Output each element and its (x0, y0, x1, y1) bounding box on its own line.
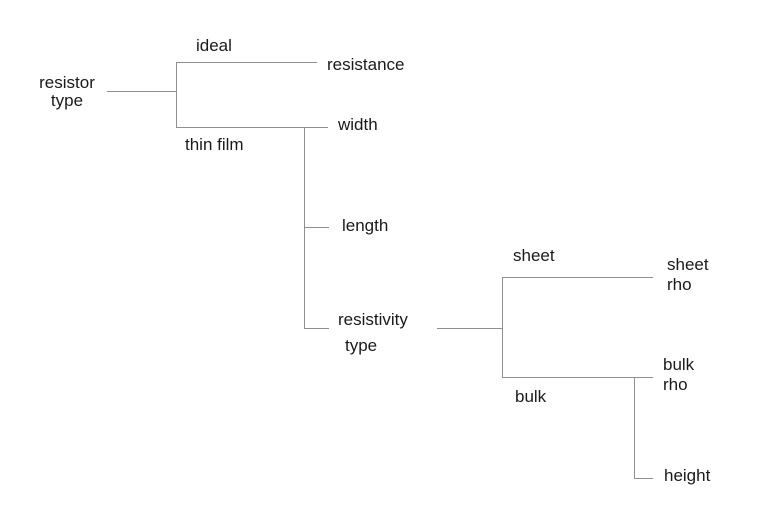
edge-resistivity-connector (437, 328, 502, 329)
tick-resistivity (304, 328, 329, 329)
edge-ideal-branch (176, 62, 317, 63)
edge-thin-film-branch (176, 127, 328, 128)
branch-label-sheet: sheet (513, 246, 555, 265)
node-resistor-type: resistor type (39, 73, 95, 110)
branch-label-ideal: ideal (196, 36, 232, 55)
edge-sheet-branch (502, 277, 653, 278)
junction1-vertical (176, 62, 177, 128)
tick-length (304, 227, 329, 228)
tick-height (634, 478, 653, 479)
junction2-vertical (502, 277, 503, 378)
node-sheet-rho: sheet rho (667, 255, 709, 294)
node-width: width (338, 115, 378, 134)
branch-label-thin-film: thin film (185, 135, 244, 154)
spine-bulk-vertical (634, 377, 635, 479)
node-length: length (342, 216, 389, 235)
node-height: height (664, 466, 711, 485)
spine-thin-film-vertical (304, 127, 305, 329)
edge-root-connector (107, 91, 176, 92)
node-resistance: resistance (327, 55, 405, 74)
edge-bulk-branch (502, 377, 653, 378)
branch-label-bulk: bulk (515, 387, 547, 406)
node-bulk-rho: bulk rho (663, 355, 695, 394)
node-resistivity-type: resistivity type (338, 310, 408, 355)
